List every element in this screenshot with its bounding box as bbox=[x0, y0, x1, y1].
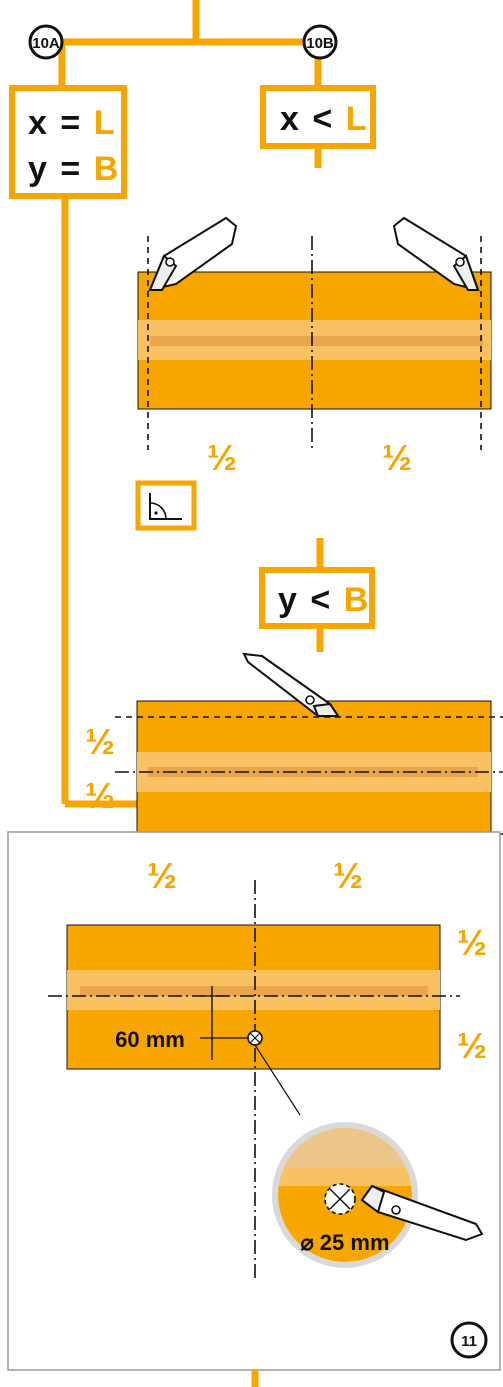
svg-text:½: ½ bbox=[333, 855, 363, 896]
svg-text:½: ½ bbox=[457, 922, 487, 963]
hole-marker-icon bbox=[247, 1030, 263, 1046]
step-badge-10b: 10B bbox=[302, 24, 338, 60]
panel-cut-y: ½ ½ bbox=[85, 652, 503, 896]
right-angle-icon bbox=[135, 480, 197, 531]
utility-knife-icon bbox=[360, 1184, 484, 1242]
hole-marker-icon bbox=[324, 1183, 356, 1215]
svg-text:½: ½ bbox=[457, 1025, 487, 1066]
svg-text:⌀ 25 mm: ⌀ 25 mm bbox=[300, 1230, 389, 1255]
svg-text:½: ½ bbox=[382, 437, 412, 478]
step-badge-10a: 10A bbox=[28, 24, 64, 60]
svg-text:11: 11 bbox=[461, 1333, 477, 1350]
svg-text:½: ½ bbox=[207, 437, 237, 478]
utility-knife-icon bbox=[148, 216, 238, 292]
utility-knife-icon bbox=[242, 652, 340, 717]
svg-text:½: ½ bbox=[85, 721, 115, 762]
svg-text:x = L: x = L bbox=[28, 104, 114, 142]
zoom-detail: ⌀ 25 mm bbox=[272, 1122, 484, 1268]
panel-cut-x: ½ ½ bbox=[137, 216, 492, 478]
condition-box-y-less-b: y < B bbox=[259, 538, 375, 652]
svg-text:½: ½ bbox=[85, 775, 115, 816]
condition-box-a: x = L y = B bbox=[9, 85, 127, 199]
panel-hole-marking: ½ ½ ½ ½ 60 mm bbox=[48, 855, 487, 1280]
svg-text:y = B: y = B bbox=[28, 150, 118, 188]
top-connector bbox=[58, 0, 322, 168]
svg-text:½: ½ bbox=[147, 855, 177, 896]
svg-text:10A: 10A bbox=[32, 35, 60, 52]
svg-text:x < L: x < L bbox=[280, 100, 366, 138]
svg-text:y < B: y < B bbox=[278, 581, 368, 619]
svg-text:10B: 10B bbox=[306, 35, 334, 52]
step-11-frame: 11 bbox=[7, 831, 501, 1387]
svg-text:60 mm: 60 mm bbox=[115, 1027, 185, 1052]
condition-box-x-less-l: x < L bbox=[260, 85, 376, 149]
utility-knife-icon bbox=[392, 216, 480, 292]
